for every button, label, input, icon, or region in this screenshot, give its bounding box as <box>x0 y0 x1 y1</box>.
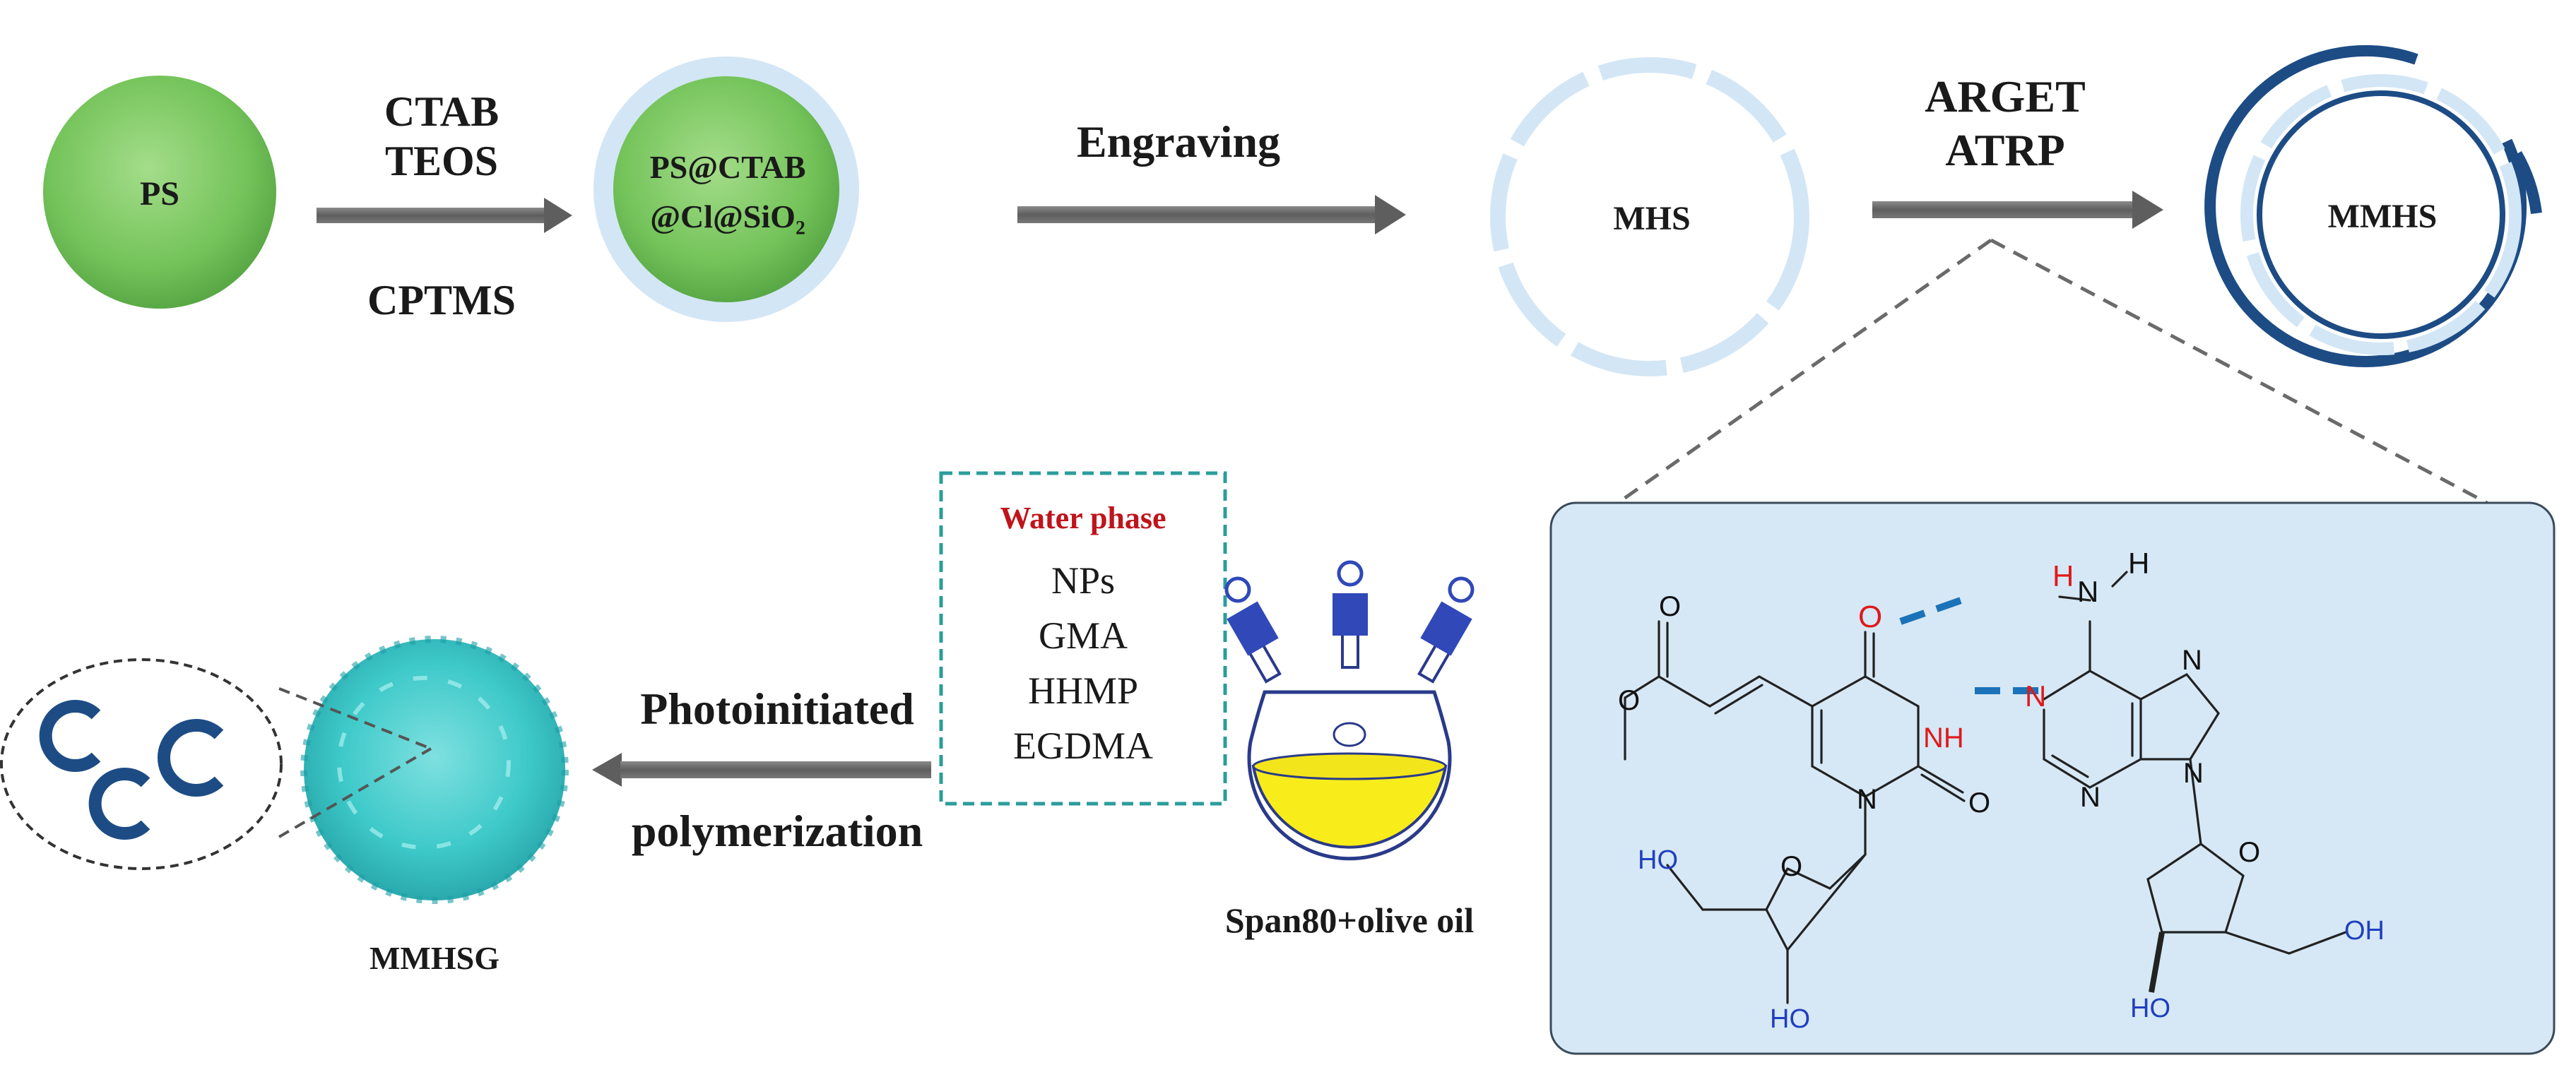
arrow-engraving: Engraving <box>1017 117 1406 234</box>
mmhsg-particle: MMHSG <box>300 636 569 976</box>
stopper-middle <box>1333 560 1368 636</box>
three-neck-flask: Span80+olive oil <box>1224 560 1475 940</box>
reagent-teos: TEOS <box>385 138 498 184</box>
atom-o-c2: O <box>1968 787 1990 819</box>
step-atrp: ATRP <box>1945 125 2064 175</box>
atom-nh: NH <box>1923 722 1964 754</box>
mini-shell-2 <box>158 719 224 797</box>
uracil-nucleoside: O O O NH O N O HO HO <box>1618 591 1990 1034</box>
mmhs-label: MMHS <box>2328 198 2438 235</box>
atom-ho-right: HO <box>2130 994 2170 1023</box>
ps-ctab-label-1: PS@CTAB <box>650 149 806 185</box>
zoom-lines <box>1617 238 2488 505</box>
water-item-hhmp: HHMP <box>1028 670 1138 712</box>
mhs-label: MHS <box>1613 200 1690 237</box>
arrow-photo: Photoinitiated polymerization <box>592 684 931 856</box>
ps-label: PS <box>140 175 179 213</box>
atom-n1-red: N <box>2025 679 2046 713</box>
atom-n1: N <box>1857 784 1877 815</box>
stopper-right <box>1420 576 1475 656</box>
magnified-view <box>0 658 432 870</box>
mmhsg-label: MMHSG <box>370 940 500 976</box>
hydrogen-bonds <box>1899 593 2042 694</box>
atom-o-ring: O <box>1780 851 1802 882</box>
atom-n9: N <box>2183 758 2204 789</box>
atom-n7: N <box>2182 645 2202 676</box>
atom-ho-3: HO <box>1770 1004 1810 1034</box>
stopper-left <box>1224 576 1279 656</box>
mhs-particle: MHS <box>1490 57 1809 376</box>
atom-n3: N <box>2080 782 2101 813</box>
arrow-arget: ARGET ATRP <box>1872 71 2163 229</box>
atom-o-ester: O <box>1659 591 1681 622</box>
atom-h: H <box>2128 547 2149 580</box>
water-phase-box: Water phase NPs GMA HHMP EGDMA <box>939 471 1227 806</box>
water-item-gma: GMA <box>1039 614 1128 657</box>
ps-ctab-particle: PS@CTAB @Cl@SiO₂ <box>593 56 859 322</box>
water-item-nps: NPs <box>1051 559 1115 602</box>
atom-ho-5: HO <box>1638 845 1678 875</box>
molecule-panel: O O O NH O N O HO HO <box>1549 501 2556 1055</box>
mini-shell-1 <box>39 700 101 772</box>
step-polymerization: polymerization <box>632 806 923 856</box>
water-phase-title: Water phase <box>1000 501 1166 535</box>
water-item-egdma: EGDMA <box>1013 725 1153 767</box>
reagent-cptms: CPTMS <box>367 277 516 323</box>
ps-ctab-label-2: @Cl@SiO₂ <box>650 198 805 234</box>
step-photoinitiated: Photoinitiated <box>640 684 914 734</box>
atom-oh: OH <box>2344 916 2385 946</box>
flask-label: Span80+olive oil <box>1225 900 1474 940</box>
adenine-nucleoside: N H H N N N N O OH HO <box>2025 547 2385 1023</box>
step-engraving: Engraving <box>1077 117 1280 167</box>
atom-o-carbonyl: O <box>1858 600 1882 634</box>
arrow-ctab: CTAB TEOS CPTMS <box>317 88 572 323</box>
step-arget: ARGET <box>1925 71 2086 121</box>
reagent-ctab: CTAB <box>384 88 499 135</box>
atom-h-red: H <box>2052 559 2074 593</box>
atom-n6: N <box>2077 575 2098 608</box>
mini-shell-3 <box>88 768 150 840</box>
atom-o-ether: O <box>1618 685 1640 716</box>
ps-particle: PS <box>43 76 276 309</box>
mmhs-particle: MMHS <box>2204 44 2542 367</box>
atom-o-ring-2: O <box>2238 837 2260 868</box>
